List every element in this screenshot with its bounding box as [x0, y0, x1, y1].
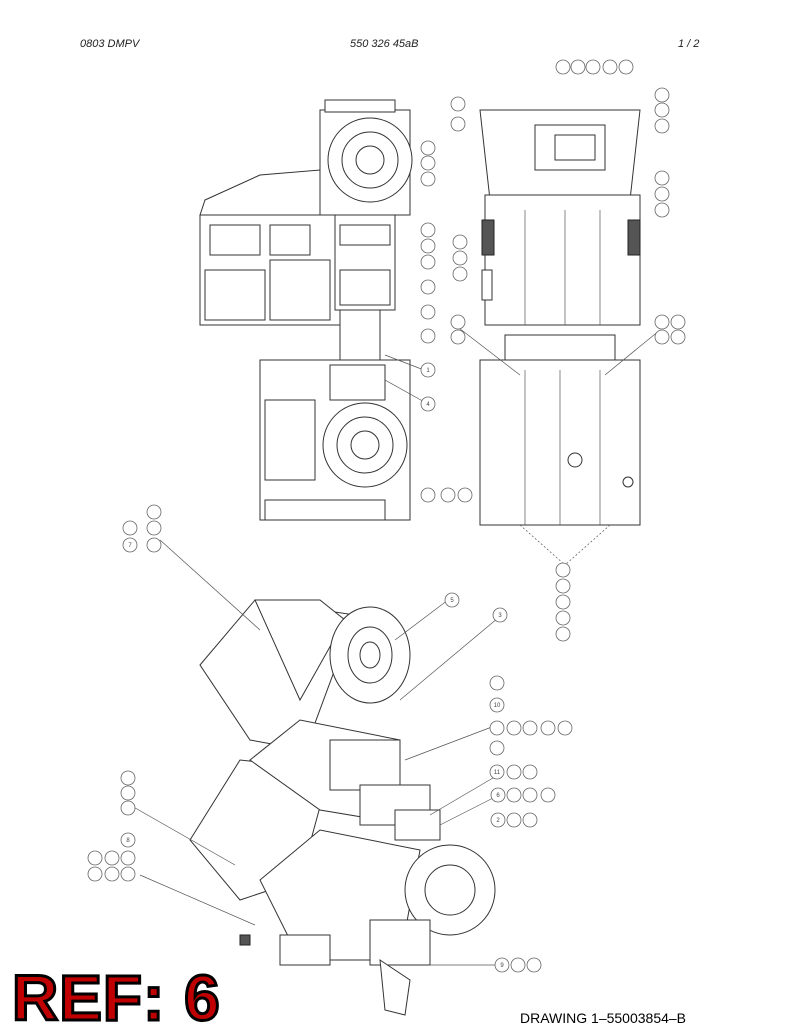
side-view	[199, 99, 413, 521]
callout-4: 4	[426, 402, 430, 408]
front-view	[479, 109, 641, 566]
callout-bubbles: 1 4 5 3 10 11 6 9 7 2 8	[87, 59, 686, 973]
callout-11: 11	[494, 770, 501, 776]
callout-7: 7	[128, 543, 132, 549]
header-page-number: 1 / 2	[678, 38, 700, 50]
callout-10: 10	[494, 703, 501, 709]
leader-lines	[129, 324, 661, 966]
header-part-number: 550 326 45aB	[350, 38, 419, 50]
isometric-view	[189, 599, 496, 1016]
callout-8: 8	[126, 838, 130, 844]
callout-3: 3	[498, 613, 502, 619]
callout-5: 5	[450, 598, 454, 604]
ref-label: REF: 6	[11, 962, 222, 1034]
header-doc-code: 0803 DMPV	[80, 38, 140, 50]
callout-1: 1	[426, 368, 430, 374]
callout-6: 6	[496, 793, 500, 799]
callout-9: 9	[500, 963, 504, 969]
drawing-number: DRAWING 1–55003854–B	[520, 1010, 687, 1026]
callout-2: 2	[496, 818, 500, 824]
